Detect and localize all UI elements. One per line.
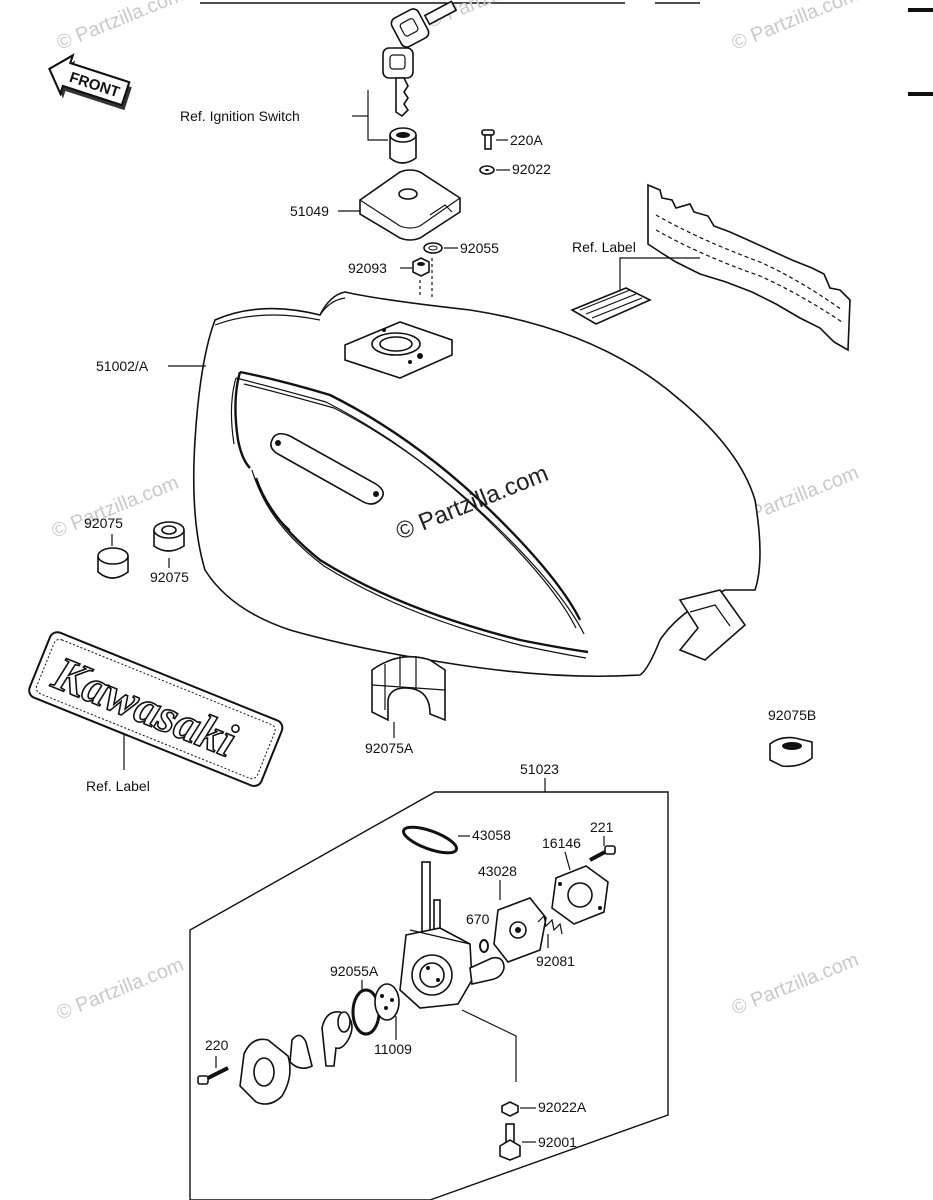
label-51023: 51023: [520, 761, 559, 777]
ignition-switch-cylinder-icon: [389, 127, 417, 164]
damper-92075-left-icon: [97, 547, 129, 579]
watermark: © Partzilla.com: [54, 0, 187, 55]
kawasaki-logo-text: Kawasaki: [45, 646, 244, 768]
damper-92075-right-icon: [153, 521, 185, 552]
tank-label-strip-icon: [647, 183, 851, 352]
bolt-92001-icon: [499, 1123, 521, 1161]
label-92075-left: 92075: [84, 515, 123, 531]
label-220: 220: [205, 1037, 229, 1053]
scan-mark-top: [908, 8, 933, 12]
label-92075a: 92075A: [365, 740, 414, 756]
fuel-cock-assembly-box: [189, 791, 669, 1200]
label-221: 221: [590, 819, 614, 835]
watermark: © Partzilla.com: [54, 954, 187, 1025]
label-92055: 92055: [460, 240, 499, 256]
o-ring-43058-icon: [402, 825, 458, 855]
leader-line: [564, 851, 571, 871]
rubber-mount-92075a-icon: [371, 655, 446, 722]
o-ring-670-icon: [479, 939, 489, 953]
label-43028: 43028: [478, 863, 517, 879]
label-51002a: 51002/A: [96, 358, 149, 374]
small-label-plate-icon: [570, 287, 652, 325]
gasket-hole-icon: [428, 245, 438, 251]
scan-mark-mid: [908, 92, 933, 96]
nut-92093-icon: [412, 257, 430, 277]
label-51049: 51049: [290, 203, 329, 219]
label-43058: 43058: [472, 827, 511, 843]
fuel-cock-body-icon: [399, 861, 505, 1009]
leader-line: [619, 257, 700, 290]
washer-hole-icon: [485, 169, 489, 171]
leader-line: [367, 90, 388, 141]
spring-plate-icon: [289, 1034, 313, 1070]
label-11009: 11009: [374, 1041, 412, 1057]
label-92055a: 92055A: [330, 963, 379, 979]
label-ref-label-top: Ref. Label: [572, 239, 636, 255]
label-92075-right: 92075: [150, 569, 189, 585]
label-220a: 220A: [510, 132, 543, 148]
leader-line: [461, 1009, 517, 1082]
screw-220-icon: [197, 1066, 229, 1085]
label-92022: 92022: [512, 161, 551, 177]
ignition-key-icon: [382, 0, 458, 118]
screw-220a-icon: [481, 129, 495, 150]
gasket-11009-icon: [374, 983, 400, 1021]
label-92093: 92093: [348, 260, 387, 276]
label-ref-ignition-switch: Ref. Ignition Switch: [180, 108, 300, 124]
fuel-cap-51049-icon: [359, 169, 461, 241]
label-92001: 92001: [538, 1134, 577, 1150]
watermark: © Partzilla.com: [729, 949, 862, 1020]
label-92081: 92081: [536, 953, 575, 969]
front-arrow-icon: FRONT: [48, 53, 132, 111]
label-92022a: 92022A: [538, 1099, 587, 1115]
fuel-tank-51002a-icon: [192, 291, 761, 678]
fuel-cock-lever-icon: [321, 1011, 353, 1067]
rubber-grommet-92075b-icon: [769, 736, 813, 768]
kawasaki-logo-icon: Kawasaki: [28, 631, 284, 787]
diaphragm-43028-icon: [493, 897, 547, 963]
screw-221-icon: [589, 845, 616, 862]
label-92075b: 92075B: [768, 707, 816, 723]
watermark: © Partzilla.com: [729, 0, 862, 55]
washer-92022a-icon: [501, 1101, 519, 1117]
cover-16146-icon: [551, 865, 609, 925]
label-670: 670: [466, 911, 490, 927]
label-16146: 16146: [542, 835, 581, 851]
spring-92081-icon: [537, 914, 563, 935]
label-ref-label-bottom: Ref. Label: [86, 778, 150, 794]
lever-plate-icon: [239, 1038, 291, 1105]
